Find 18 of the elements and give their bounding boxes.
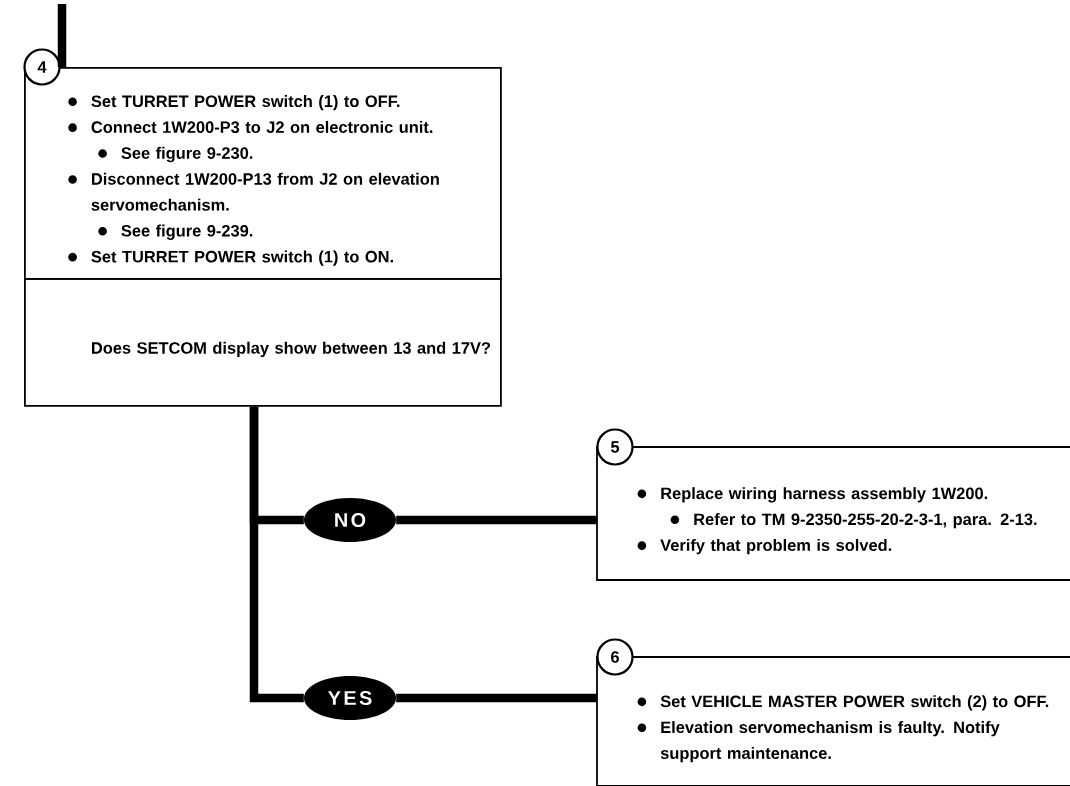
step-number: 5 xyxy=(596,428,634,466)
node-label: Elevation servomechanism is faulty. Notify support maintenance. xyxy=(660,721,1000,763)
step-box: Set TURRET POWER switch (1) to OFF. Connect 1W200-P3 to J2 on electronic unit. See figure 9-230. Disconnect 1W200-P13 from J2 on elevation servomechanism. See figure 9-239. Set TURRET POWER switch (1) to ON. 4 xyxy=(23,48,502,280)
step-number: 4 xyxy=(23,48,61,86)
connector-line xyxy=(396,693,597,703)
node-label: Verify that problem is solved. xyxy=(660,538,892,555)
connector-line xyxy=(57,4,67,67)
connector-line xyxy=(396,515,597,525)
node-label: Set VEHICLE MASTER POWER switch (2) to OFF. xyxy=(660,695,1049,711)
step-number: 6 xyxy=(596,638,634,676)
connector-line xyxy=(249,406,304,703)
node-label: Refer to TM 9-2350-255-20-2-3-1, para. 2-13. xyxy=(694,513,1037,529)
question-box: Does SETCOM display show between 13 and 17V? xyxy=(24,278,502,407)
node-label: Replace wiring harness assembly 1W200. xyxy=(661,487,988,503)
answer-oval: YES xyxy=(304,676,396,720)
answer-oval: NO xyxy=(304,498,396,542)
step-box: Set VEHICLE MASTER POWER switch (2) to OFF. Elevation servomechanism is faulty. Notify support maintenance. 6 xyxy=(596,638,1070,786)
step-box: Replace wiring harness assembly 1W200. Refer to TM 9-2350-255-20-2-3-1, para. 2-13. Verify that problem is solved. 5 xyxy=(596,428,1070,581)
